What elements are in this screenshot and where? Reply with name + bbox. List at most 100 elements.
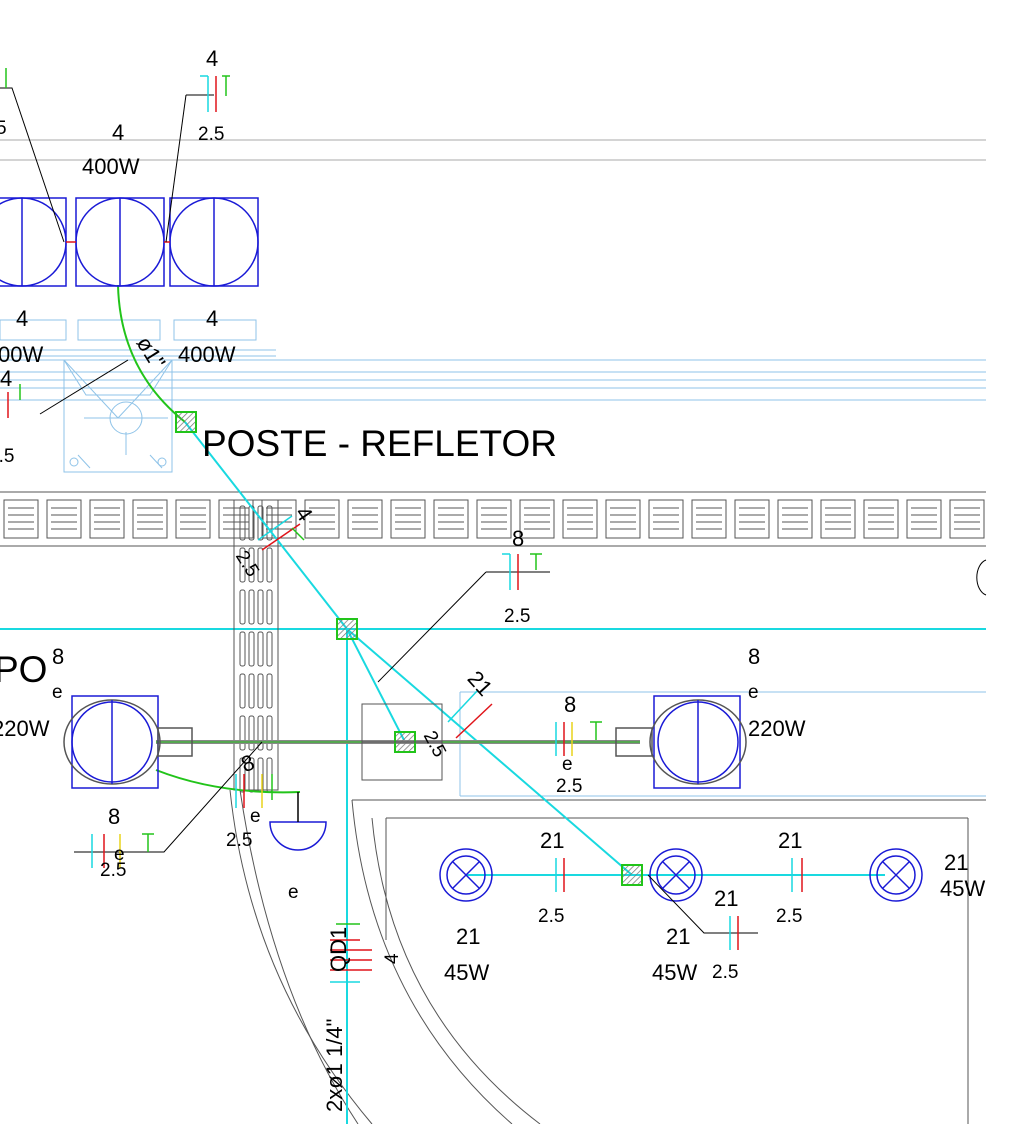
grating-strip — [0, 491, 986, 547]
tag-left-size: 2.5 — [226, 830, 252, 851]
grating-cell — [648, 499, 684, 539]
qd-count: 4 — [382, 953, 403, 964]
junction-box-lum — [621, 864, 643, 886]
tag-lum-a-count: 21 — [540, 828, 564, 853]
reflector-power: 400W — [82, 154, 140, 179]
pole-title: POSTE - REFLETOR — [202, 423, 557, 464]
label-po: PO — [0, 649, 47, 690]
luminaire-3-power: 45W — [940, 876, 985, 901]
tag-lum-c-size: 2.5 — [712, 962, 738, 983]
tag-mid-left-count: 4 — [0, 366, 12, 391]
grating-cell — [304, 499, 340, 539]
projector-right-circuit: 8 — [748, 644, 760, 669]
grating-slot — [248, 547, 255, 583]
qd1-label: QD1 — [326, 927, 351, 972]
projector-right-power: 220W — [748, 716, 806, 741]
tag-upper-right-count: 8 — [512, 526, 524, 551]
grating-slot — [266, 631, 273, 667]
reflector-group — [0, 197, 259, 287]
tag-lum-c-count: 21 — [714, 886, 738, 911]
luminaire-1-circuit: 21 — [456, 924, 480, 949]
grating-slot — [266, 589, 273, 625]
structure-lines — [0, 139, 987, 1124]
grating-cell — [347, 499, 383, 539]
grating-slot — [257, 631, 264, 667]
grating-cell — [949, 499, 985, 539]
luminaire-3-circuit: 21 — [944, 850, 968, 875]
reflector-right-circuit: 4 — [206, 306, 218, 331]
reflector-left-circuit: 4 — [16, 306, 28, 331]
conduit-green-top — [117, 284, 186, 423]
grating-cell — [46, 499, 82, 539]
grating-cell — [519, 499, 555, 539]
reflector-left-power: 00W — [0, 342, 43, 367]
grating-cell — [433, 499, 469, 539]
grating-cell — [734, 499, 770, 539]
grating-slot — [266, 505, 273, 541]
conduit-cyan-diag — [184, 421, 348, 630]
tag-lum-b-size: 2.5 — [776, 906, 802, 927]
grating-slot — [248, 631, 255, 667]
grating-cell — [562, 499, 598, 539]
tag-bottom-left-size: 2.5 — [100, 860, 126, 881]
luminaires — [439, 848, 923, 902]
junction-boxes — [175, 411, 643, 886]
grating-slot — [257, 715, 264, 751]
grating-cell — [89, 499, 125, 539]
wall-fixture — [269, 792, 327, 851]
projector-right — [615, 695, 747, 789]
tag-bottom-left-sub: e — [114, 844, 125, 865]
grating-cell — [605, 499, 641, 539]
grating-cell — [863, 499, 899, 539]
tag-lum-b-count: 21 — [778, 828, 802, 853]
conduit-cyan-a — [346, 628, 406, 743]
grating-slot — [248, 589, 255, 625]
tag-left-sub: e — [250, 806, 261, 827]
reflector-circuit: 4 — [112, 120, 124, 145]
tag-lum-a-size: 2.5 — [538, 906, 564, 927]
tag-center-sub: e — [562, 754, 573, 775]
tag-tilted-25: 2.5 — [419, 728, 450, 761]
labels: 4 2.5 5 4 400W 4 00W 4 400W 4 2.5 ø1" PO… — [0, 46, 985, 1112]
tag-upper-right-size: 2.5 — [504, 606, 530, 627]
drain-e: e — [288, 882, 299, 903]
reflector-right-power: 400W — [178, 342, 236, 367]
tag-left-count: 8 — [238, 749, 258, 777]
grating-cell — [476, 499, 512, 539]
luminaire-2 — [649, 848, 703, 902]
grating-cell — [3, 499, 39, 539]
label-po-sup: 8 — [52, 644, 64, 669]
luminaire-3 — [869, 848, 923, 902]
tag-center-size: 2.5 — [556, 776, 582, 797]
tag-bottom-left-count: 8 — [108, 804, 120, 829]
tag-top-size: 2.5 — [198, 124, 224, 145]
grating-slot — [248, 715, 255, 751]
reflector-center — [75, 197, 165, 287]
grating-cell — [390, 499, 426, 539]
grating-slot — [257, 589, 264, 625]
projector-left-power: 220W — [0, 716, 50, 741]
tag-mid-left-size: 2.5 — [0, 446, 14, 467]
grating-cell — [820, 499, 856, 539]
luminaire-1 — [439, 848, 493, 902]
luminaire-2-circuit: 21 — [666, 924, 690, 949]
grating-slot — [266, 715, 273, 751]
grating-cell — [132, 499, 168, 539]
grating-cell — [175, 499, 211, 539]
reflector-left — [0, 197, 67, 287]
grating-slot — [239, 631, 246, 667]
grating-slot — [266, 673, 273, 709]
junction-box-pole — [175, 411, 197, 433]
wire-tags — [5, 68, 803, 983]
grating-slot — [239, 673, 246, 709]
tag-left-cut-size: 5 — [0, 118, 7, 139]
reflector-right — [169, 197, 259, 287]
grating-slot — [239, 757, 246, 793]
label-po-sub: e — [52, 682, 63, 703]
grating-slot — [248, 673, 255, 709]
junction-box-center — [336, 618, 358, 640]
grating-cell — [906, 499, 942, 539]
tag-tilted-21: 21 — [463, 666, 498, 701]
